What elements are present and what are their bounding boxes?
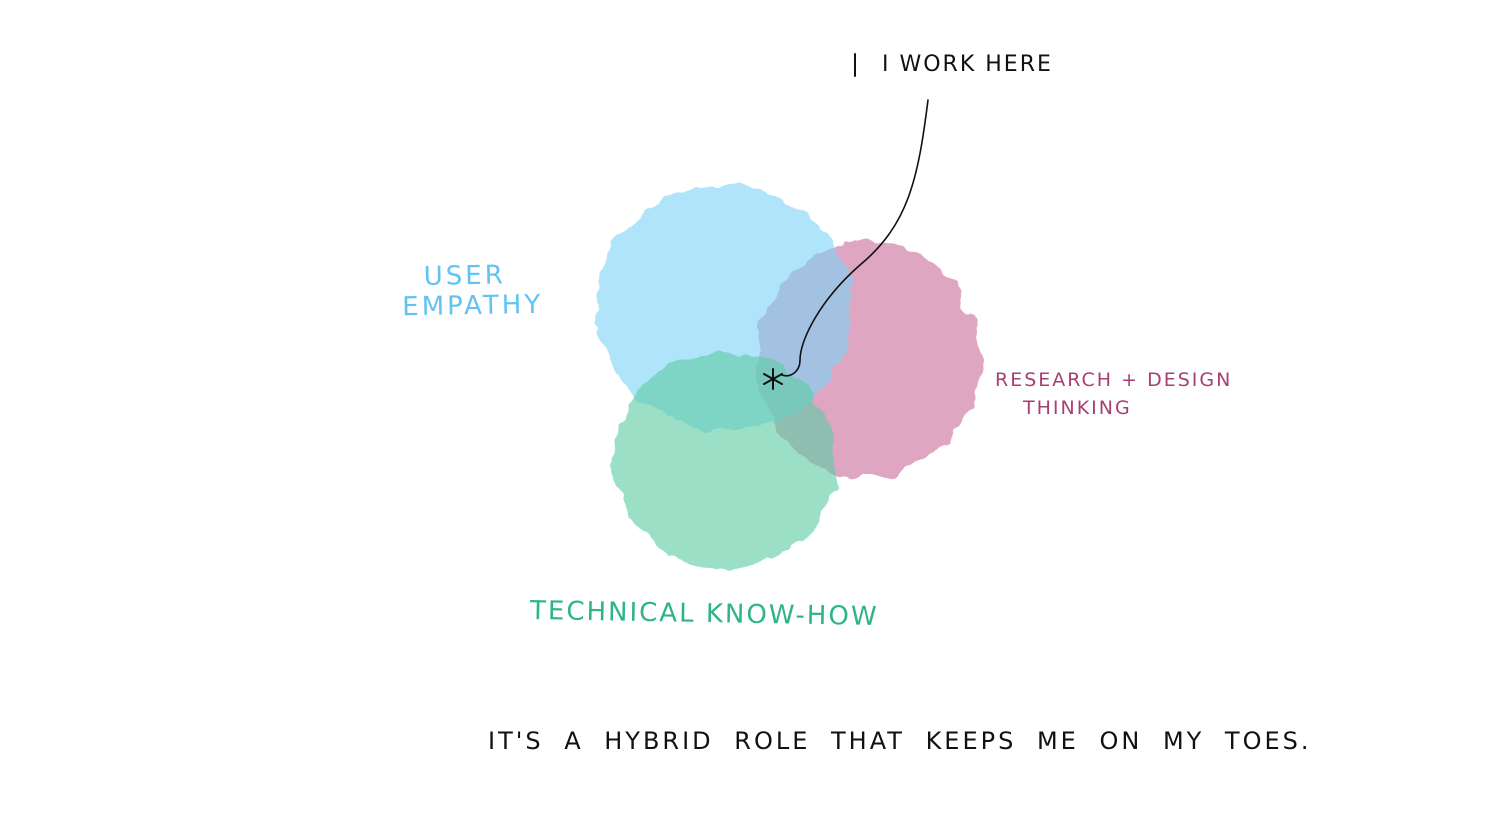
asterisk-marker [763,368,783,390]
user-empathy-label-line-1: USER [423,260,507,292]
i-work-here-text: I WORK HERE [882,52,1053,77]
research-design-label: RESEARCH + DESIGN THINKING [995,369,1233,420]
technical-circle [613,352,837,568]
user-empathy-label-line-2: EMPATHY [401,289,544,323]
research-design-label-line-2: THINKING [1023,396,1132,419]
i-work-here-annotation: I WORK HERE [852,52,1053,77]
user-empathy-circle [597,186,853,430]
technical-know-how-label-line-1: TECHNICAL KNOW-HOW [529,595,879,633]
research-design-label-line-1: RESEARCH + DESIGN [995,369,1233,391]
technical-know-how-label: TECHNICAL KNOW-HOW [529,595,879,633]
caption: IT'S A HYBRID ROLE THAT KEEPS ME ON MY T… [488,727,1312,755]
user-empathy-label: USER EMPATHY [401,260,544,323]
annotation-pointer-line [781,99,929,377]
